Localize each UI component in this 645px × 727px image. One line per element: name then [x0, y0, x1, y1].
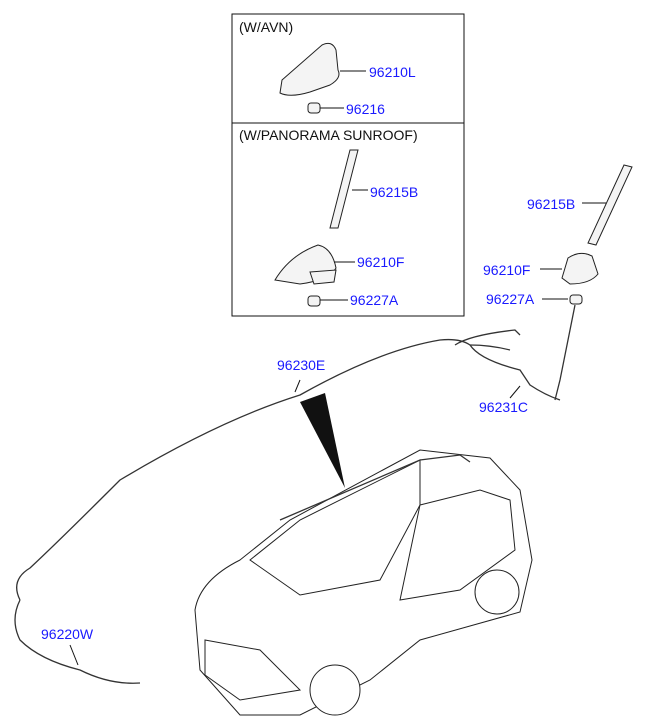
grommet-icon — [307, 295, 321, 307]
grommet-icon — [307, 102, 321, 114]
variant-header-panorama: (W/PANORAMA SUNROOF) — [239, 127, 418, 143]
leader-line — [509, 385, 521, 399]
antenna-base-icon — [561, 252, 599, 285]
car-front-wheel — [309, 664, 361, 716]
leader-line — [69, 644, 79, 666]
antenna-base-clip-icon — [309, 269, 337, 285]
part-label-96230E[interactable]: 96230E — [277, 357, 325, 373]
variant-box — [231, 13, 465, 317]
extension-cable — [14, 599, 141, 684]
variant-header-avn: (W/AVN) — [239, 19, 293, 35]
part-label-96231C[interactable]: 96231C — [479, 399, 528, 415]
roof-feeder-cable — [16, 338, 561, 601]
car-side-door — [399, 489, 516, 601]
antenna-cable — [554, 304, 576, 401]
cable-branch — [454, 329, 521, 351]
vehicle-illustration — [194, 449, 533, 716]
part-label-96227A-box[interactable]: 96227A — [350, 292, 399, 308]
car-front-grille — [204, 639, 302, 701]
leader-line — [294, 379, 301, 393]
pointer-arrow — [300, 393, 345, 488]
grommet-icon — [569, 294, 583, 305]
antenna-rod-icon — [329, 149, 359, 229]
roof-cable-route — [279, 454, 471, 521]
part-label-96220W[interactable]: 96220W — [41, 626, 94, 642]
car-rear-wheel — [474, 569, 520, 615]
part-label-96210L[interactable]: 96210L — [369, 64, 416, 80]
part-label-96227A[interactable]: 96227A — [486, 291, 535, 307]
shark-fin-antenna-icon — [279, 42, 340, 96]
part-label-96215B-box[interactable]: 96215B — [370, 184, 418, 200]
part-label-96215B[interactable]: 96215B — [527, 196, 575, 212]
part-label-96210F[interactable]: 96210F — [483, 262, 530, 278]
antenna-rod-icon — [587, 164, 633, 246]
part-label-96216[interactable]: 96216 — [346, 101, 385, 117]
part-label-96210F-box[interactable]: 96210F — [357, 254, 404, 270]
